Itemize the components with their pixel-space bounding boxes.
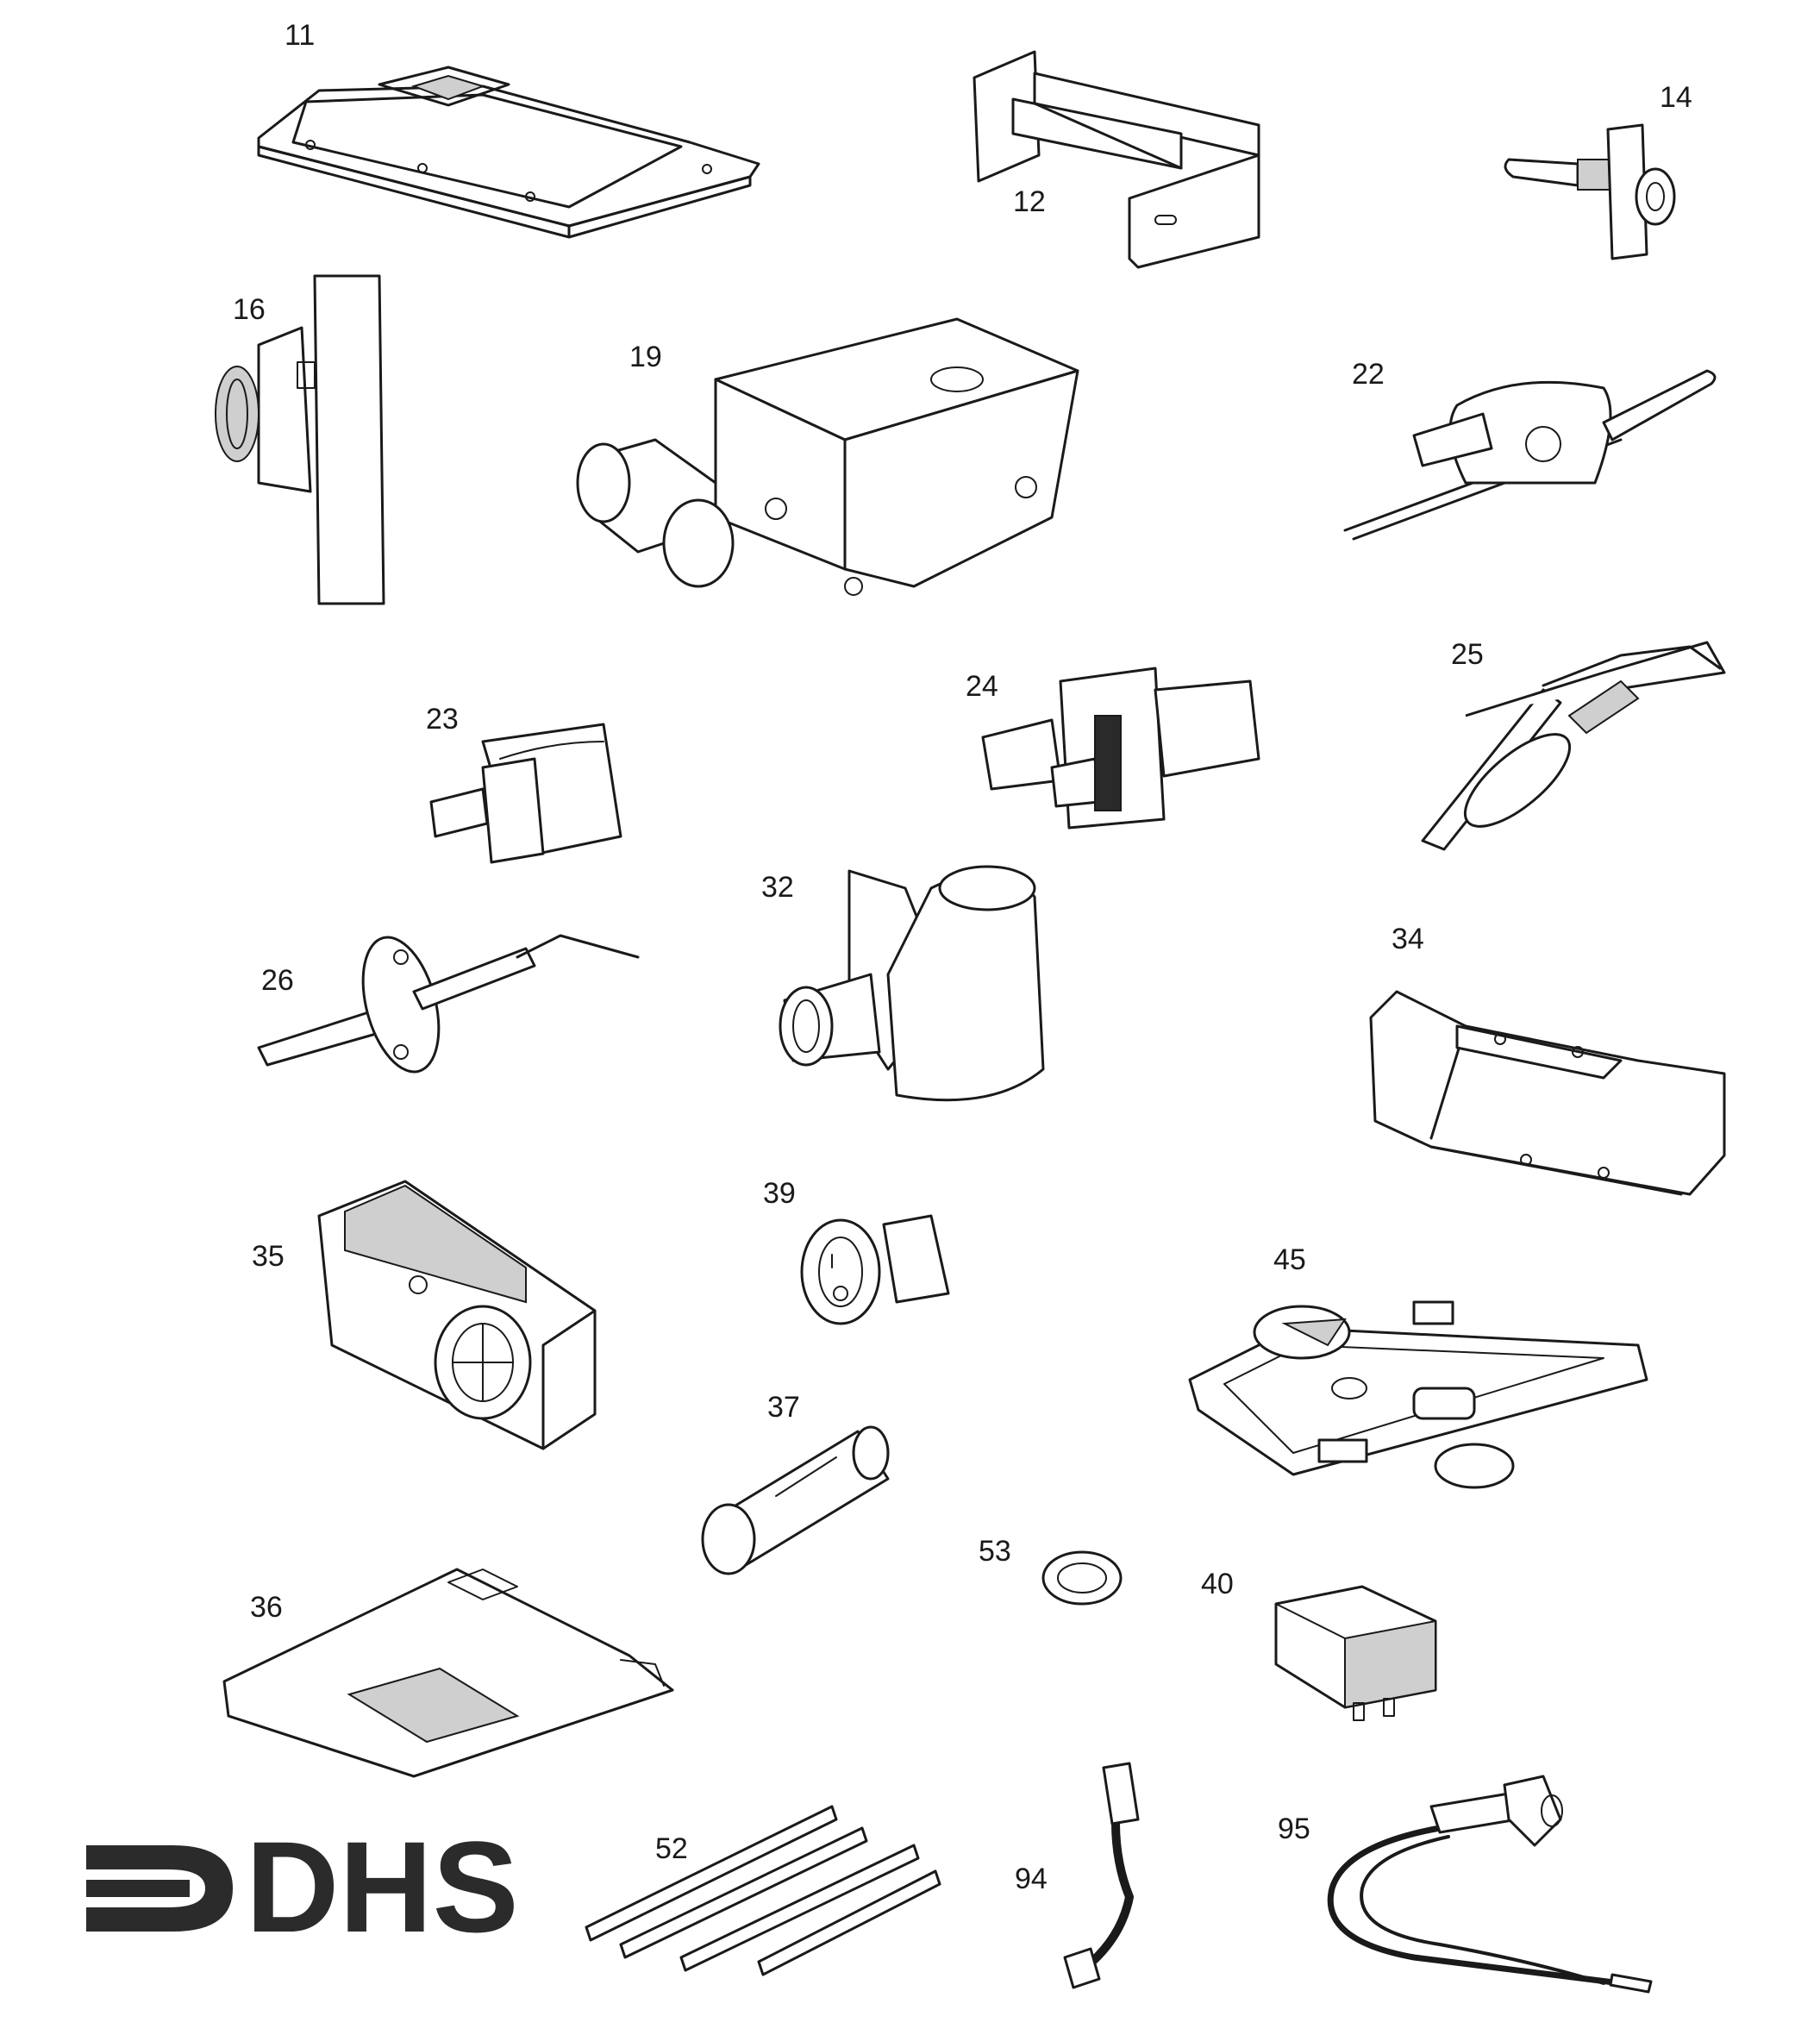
part-ref-11: 11 (285, 19, 315, 52)
thermostat-switch-icon (981, 667, 1260, 830)
part-ref-35: 35 (252, 1240, 285, 1273)
clip-connector-icon (429, 723, 622, 864)
part-ref-23: 23 (426, 703, 459, 736)
part-ref-37: 37 (767, 1391, 800, 1424)
part-ref-14: 14 (1660, 81, 1692, 114)
pilot-burner-icon (1421, 641, 1726, 851)
part-ref-24: 24 (966, 670, 998, 703)
part-ref-19: 19 (629, 341, 662, 373)
part-ref-12: 12 (1013, 185, 1046, 218)
part-ref-95: 95 (1278, 1813, 1310, 1845)
pcb-housing-icon (222, 1568, 674, 1778)
part-ref-36: 36 (250, 1591, 283, 1624)
ignition-transformer-icon (1274, 1585, 1437, 1721)
dhs-logo-icon: DHS (86, 1814, 519, 1959)
part-ref-45: 45 (1273, 1243, 1306, 1276)
ht-lead-icon (1063, 1762, 1140, 1989)
seal-strips-icon (585, 1805, 941, 1976)
part-ref-16: 16 (233, 293, 266, 326)
thermocouple-icon (1343, 369, 1717, 541)
part-ref-40: 40 (1201, 1568, 1234, 1600)
part-ref-32: 32 (761, 871, 794, 904)
burner-cover-icon (257, 66, 760, 239)
control-box-icon (317, 1180, 597, 1450)
part-ref-39: 39 (763, 1177, 796, 1210)
part-ref-94: 94 (1015, 1863, 1048, 1895)
baffle-bracket-icon (973, 50, 1260, 269)
part-ref-22: 22 (1352, 358, 1385, 391)
pressure-gauge-icon (215, 274, 385, 605)
washer-icon (1041, 1550, 1123, 1606)
part-ref-25: 25 (1451, 638, 1484, 671)
part-ref-26: 26 (261, 964, 294, 997)
rocker-switch-icon (800, 1214, 950, 1325)
condensate-trap-icon (779, 865, 1045, 1102)
injector-fitting-icon (1504, 123, 1676, 260)
part-ref-53: 53 (979, 1535, 1011, 1568)
fuse-icon (701, 1425, 890, 1575)
gas-valve-icon (576, 317, 1079, 596)
logo-text: DHS (246, 1814, 519, 1959)
part-ref-52: 52 (655, 1832, 688, 1865)
gasket-kit-icon (1188, 1300, 1648, 1489)
ignition-lead-icon (1327, 1775, 1653, 1994)
mounting-bracket-icon (1369, 990, 1726, 1196)
part-ref-34: 34 (1392, 923, 1424, 955)
ignition-electrode-icon (257, 934, 640, 1074)
